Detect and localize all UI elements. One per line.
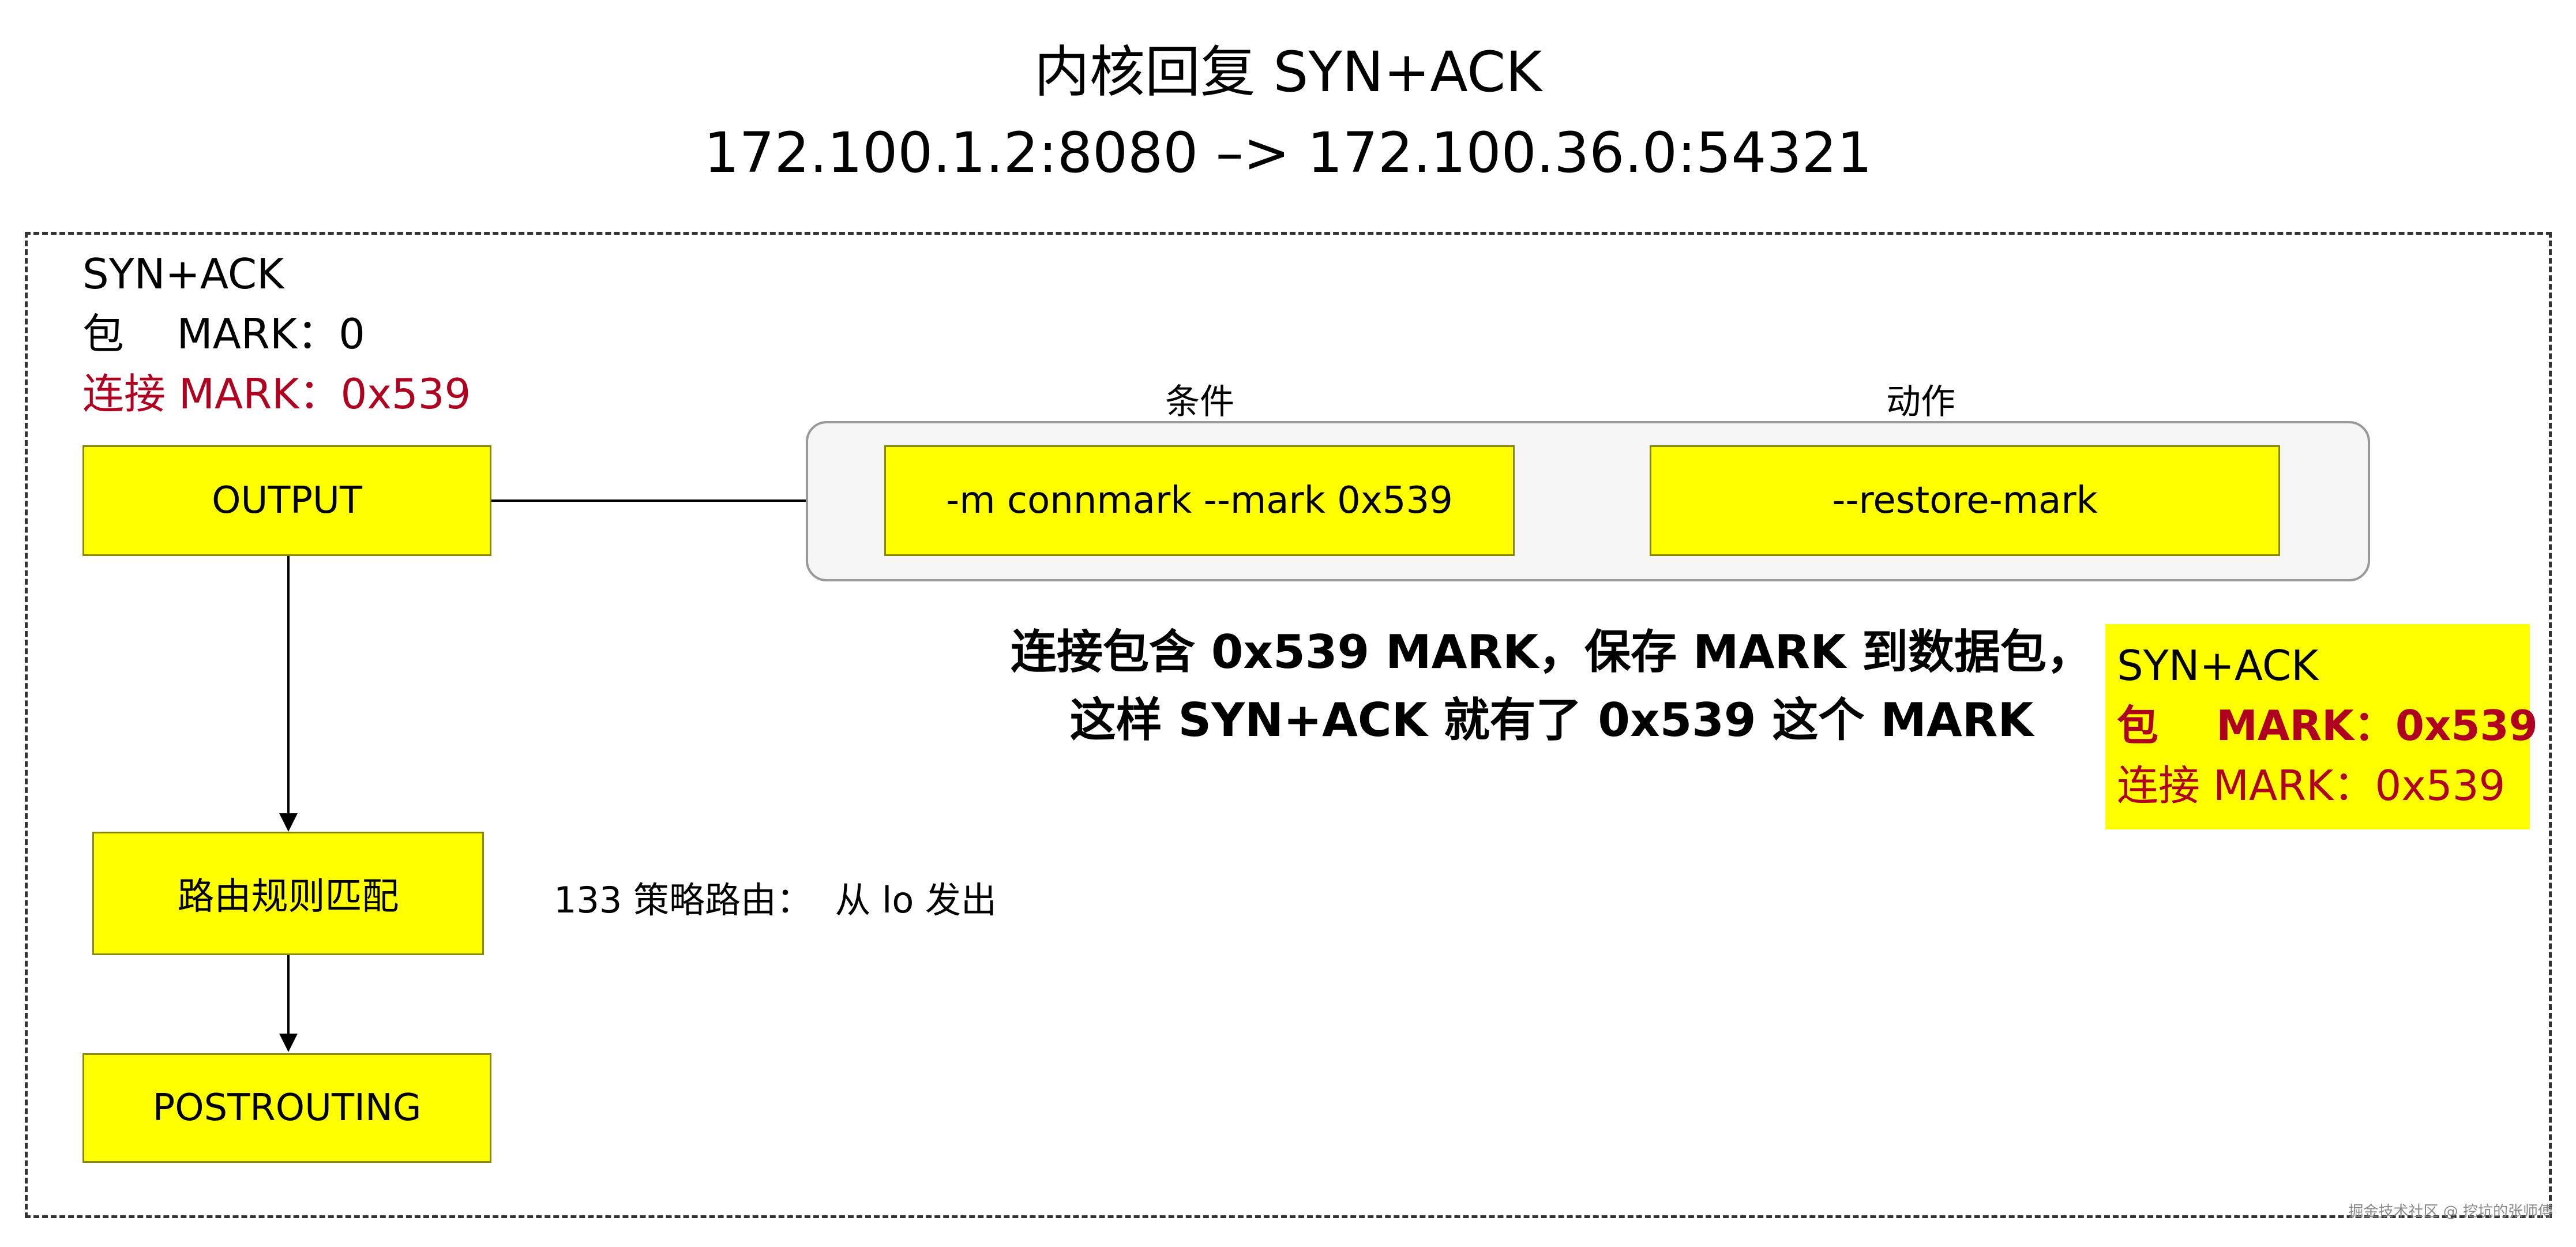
diagram-title-line1: 内核回复 SYN+ACK (1034, 40, 1542, 104)
postrouting-chain-box: POSTROUTING (82, 1053, 491, 1163)
explanation-line1: 连接包含 0x539 MARK，保存 MARK 到数据包， (1011, 625, 2093, 679)
packet-state-line1: SYN+ACK (82, 250, 284, 298)
action-box: --restore-mark (1650, 445, 2280, 556)
packet-mark-line: 包 MARK：0 (82, 310, 365, 358)
connection-mark-line: 连接 MARK：0x539 (82, 370, 471, 418)
routing-rule-box: 路由规则匹配 (92, 832, 484, 955)
condition-label: 条件 (1165, 382, 1234, 422)
condition-box: -m connmark --mark 0x539 (884, 445, 1515, 556)
result-state-callout: SYN+ACK 包 MARK：0x539 连接 MARK：0x539 (2105, 624, 2538, 829)
action-label: 动作 (1886, 382, 1955, 422)
policy-routing-note: 133 策略路由： 从 lo 发出 (554, 879, 997, 921)
result-packet-mark: 包 MARK：0x539 (2117, 701, 2538, 750)
dashed-frame (25, 232, 2552, 1218)
watermark: 掘金技术社区 @ 挖坑的张师傅 (2348, 1203, 2553, 1220)
result-state-line1: SYN+ACK (2117, 641, 2319, 690)
explanation-line2: 这样 SYN+ACK 就有了 0x539 这个 MARK (1069, 693, 2034, 747)
result-connection-mark: 连接 MARK：0x539 (2117, 761, 2506, 810)
arrowhead-routing (279, 813, 298, 832)
output-chain-box: OUTPUT (82, 445, 491, 556)
diagram-title-line2: 172.100.1.2:8080 –> 172.100.36.0:54321 (704, 121, 1872, 185)
arrowhead-postrouting (279, 1034, 298, 1052)
